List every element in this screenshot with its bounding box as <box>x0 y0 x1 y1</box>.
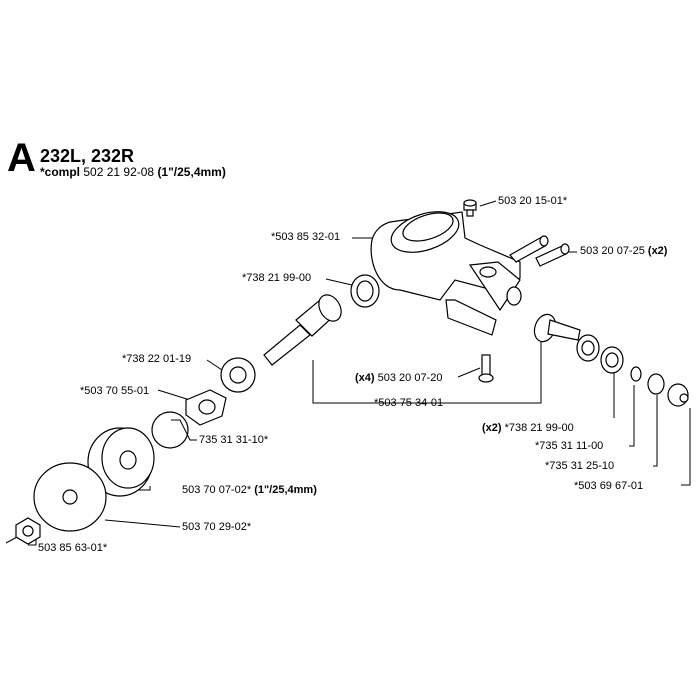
end-cap-drawing <box>667 383 689 407</box>
top-screw-drawing <box>463 199 477 217</box>
retaining-ring-drawing <box>151 411 189 449</box>
part-label: 503 20 07-25 (x2) <box>580 245 668 257</box>
bevel-gear-drawing <box>533 313 581 343</box>
washer-drawing <box>185 389 227 426</box>
complete-assembly-line: *compl 502 21 92-08 (1"/25,4mm) <box>40 165 226 179</box>
part-label: *503 85 32-01 <box>271 231 341 243</box>
part-label: *735 31 11-00 <box>535 440 604 452</box>
compl-size: (1"/25,4mm) <box>157 165 226 179</box>
model-title: 232L, 232R <box>40 146 135 166</box>
part-label: 735 31 31-10* <box>199 434 269 446</box>
circlip-small-drawing <box>630 366 642 382</box>
part-label: *735 31 25-10 <box>545 460 615 472</box>
compl-prefix: *compl <box>40 165 81 179</box>
nut-drawing <box>15 517 41 545</box>
part-label: 503 20 15-01* <box>498 195 568 207</box>
part-label: 503 70 07-02* (1"/25,4mm) <box>182 484 317 496</box>
bottom-screw-drawing <box>478 354 494 383</box>
seal-ring-drawing <box>220 357 256 393</box>
part-label: 503 70 29-02* <box>182 521 252 533</box>
part-label: 503 85 63-01* <box>38 542 108 554</box>
left-bearing-drawing <box>350 274 380 308</box>
gear-housing-drawing <box>370 211 522 336</box>
part-label: *503 70 55-01 <box>80 385 150 397</box>
part-label: *738 22 01-19 <box>122 353 192 365</box>
section-letter: A <box>7 136 36 180</box>
part-label: *503 69 67-01 <box>574 480 644 492</box>
drive-shaft-drawing <box>263 294 342 366</box>
right-bearing-2-drawing <box>600 346 624 374</box>
circlip-large-drawing <box>647 373 665 395</box>
part-label: (x4) 503 20 07-20 <box>355 372 443 384</box>
compl-number: 502 21 92-08 <box>83 165 155 179</box>
drive-disc-drawing <box>87 427 155 497</box>
right-bearing-1-drawing <box>576 334 600 362</box>
part-label: (x2) *738 21 99-00 <box>482 422 574 434</box>
support-cup-drawing <box>33 462 107 532</box>
part-label: *503 75 34-01 <box>374 397 444 409</box>
part-label: *738 21 99-00 <box>242 272 312 284</box>
long-bolts-drawing <box>509 235 570 267</box>
